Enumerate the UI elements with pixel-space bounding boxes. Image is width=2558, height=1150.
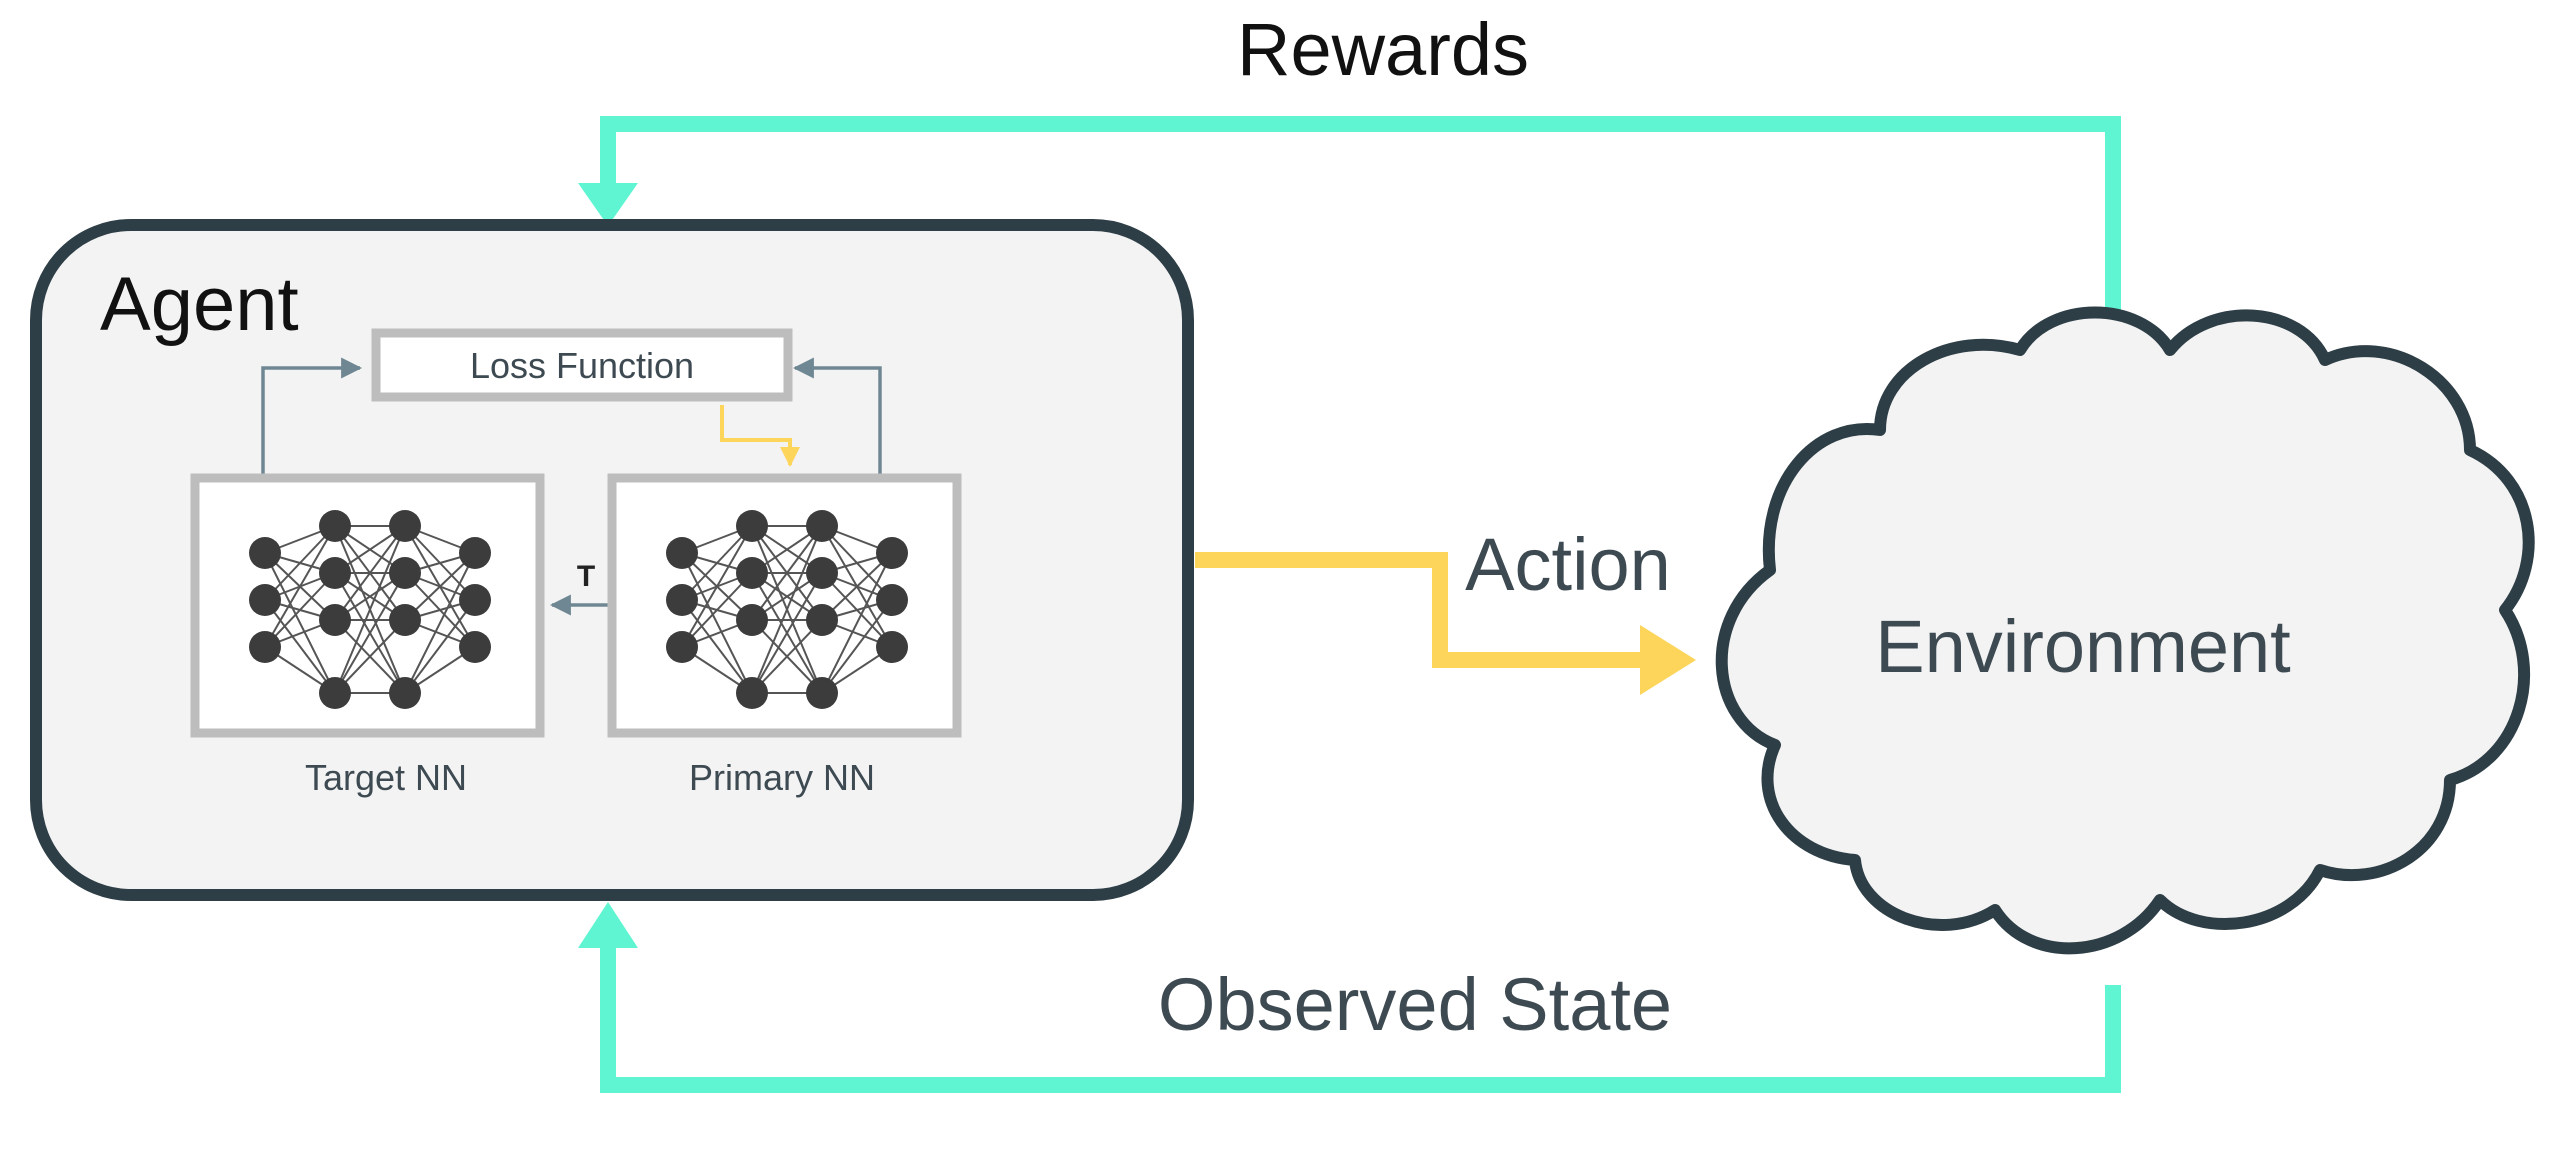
nn-neuron — [666, 584, 698, 616]
nn-neuron — [736, 604, 768, 636]
nn-neuron — [459, 631, 491, 663]
nn-neuron — [249, 537, 281, 569]
nn-connection — [681, 525, 753, 648]
action-label: Action — [1465, 523, 1671, 606]
nn-neuron — [249, 584, 281, 616]
nn-neuron — [319, 677, 351, 709]
nn-neuron — [736, 510, 768, 542]
nn-connection — [334, 572, 406, 694]
nn-connection — [404, 599, 476, 694]
nn-neuron — [389, 604, 421, 636]
loss-function-label: Loss Function — [470, 345, 694, 386]
environment-label: Environment — [1875, 605, 2291, 688]
action-arrow — [1195, 552, 1696, 695]
nn-neuron — [806, 604, 838, 636]
nn-connection — [334, 619, 406, 694]
nn-neuron — [666, 537, 698, 569]
nn-connection — [264, 525, 336, 601]
nn-neuron — [459, 537, 491, 569]
nn-neuron — [666, 631, 698, 663]
agent-label: Agent — [100, 262, 299, 347]
nn-neuron — [876, 584, 908, 616]
nn-connection — [681, 572, 753, 648]
rewards-label: Rewards — [1237, 8, 1529, 91]
nn-neuron — [389, 557, 421, 589]
nn-neuron — [736, 557, 768, 589]
nn-connection — [821, 552, 893, 621]
nn-neuron — [249, 631, 281, 663]
rewards-arrow — [578, 116, 2121, 372]
target-nn-label: Target NN — [305, 757, 467, 798]
transfer-label: T — [577, 560, 595, 593]
nn-neuron — [319, 604, 351, 636]
nn-connection — [751, 572, 823, 694]
nn-connection — [334, 525, 406, 694]
nn-connection — [821, 599, 893, 694]
nn-connection — [821, 552, 893, 694]
nn-neuron — [459, 584, 491, 616]
target-to-loss-arrow — [261, 357, 363, 478]
primary-nn-graphic — [666, 510, 908, 709]
nn-neuron — [806, 510, 838, 542]
nn-connection — [681, 552, 753, 694]
primary-nn-label: Primary NN — [689, 757, 875, 798]
nn-neuron — [319, 557, 351, 589]
nn-connection — [334, 525, 406, 621]
nn-connection — [404, 552, 476, 621]
nn-connection — [264, 599, 336, 694]
nn-neuron — [876, 537, 908, 569]
nn-connection — [681, 599, 753, 694]
nn-neuron — [806, 557, 838, 589]
primary-to-loss-arrow — [792, 357, 882, 478]
nn-connection — [264, 525, 336, 648]
nn-connection — [681, 525, 753, 601]
loss-function-box — [371, 328, 793, 402]
environment-cloud — [1715, 306, 2535, 955]
nn-neuron — [736, 677, 768, 709]
nn-connection — [264, 572, 336, 648]
observed-state-label: Observed State — [1158, 963, 1672, 1046]
nn-connection — [404, 552, 476, 694]
nn-neuron — [806, 677, 838, 709]
nn-connection — [751, 525, 823, 621]
loss-to-primary-arrow — [720, 405, 800, 467]
nn-neuron — [876, 631, 908, 663]
nn-connection — [751, 525, 823, 694]
target-nn-graphic — [249, 510, 491, 709]
nn-connection — [751, 619, 823, 694]
nn-neuron — [389, 510, 421, 542]
nn-connection — [264, 552, 336, 694]
observed-state-arrow — [578, 902, 2121, 1093]
nn-neuron — [389, 677, 421, 709]
nn-neuron — [319, 510, 351, 542]
